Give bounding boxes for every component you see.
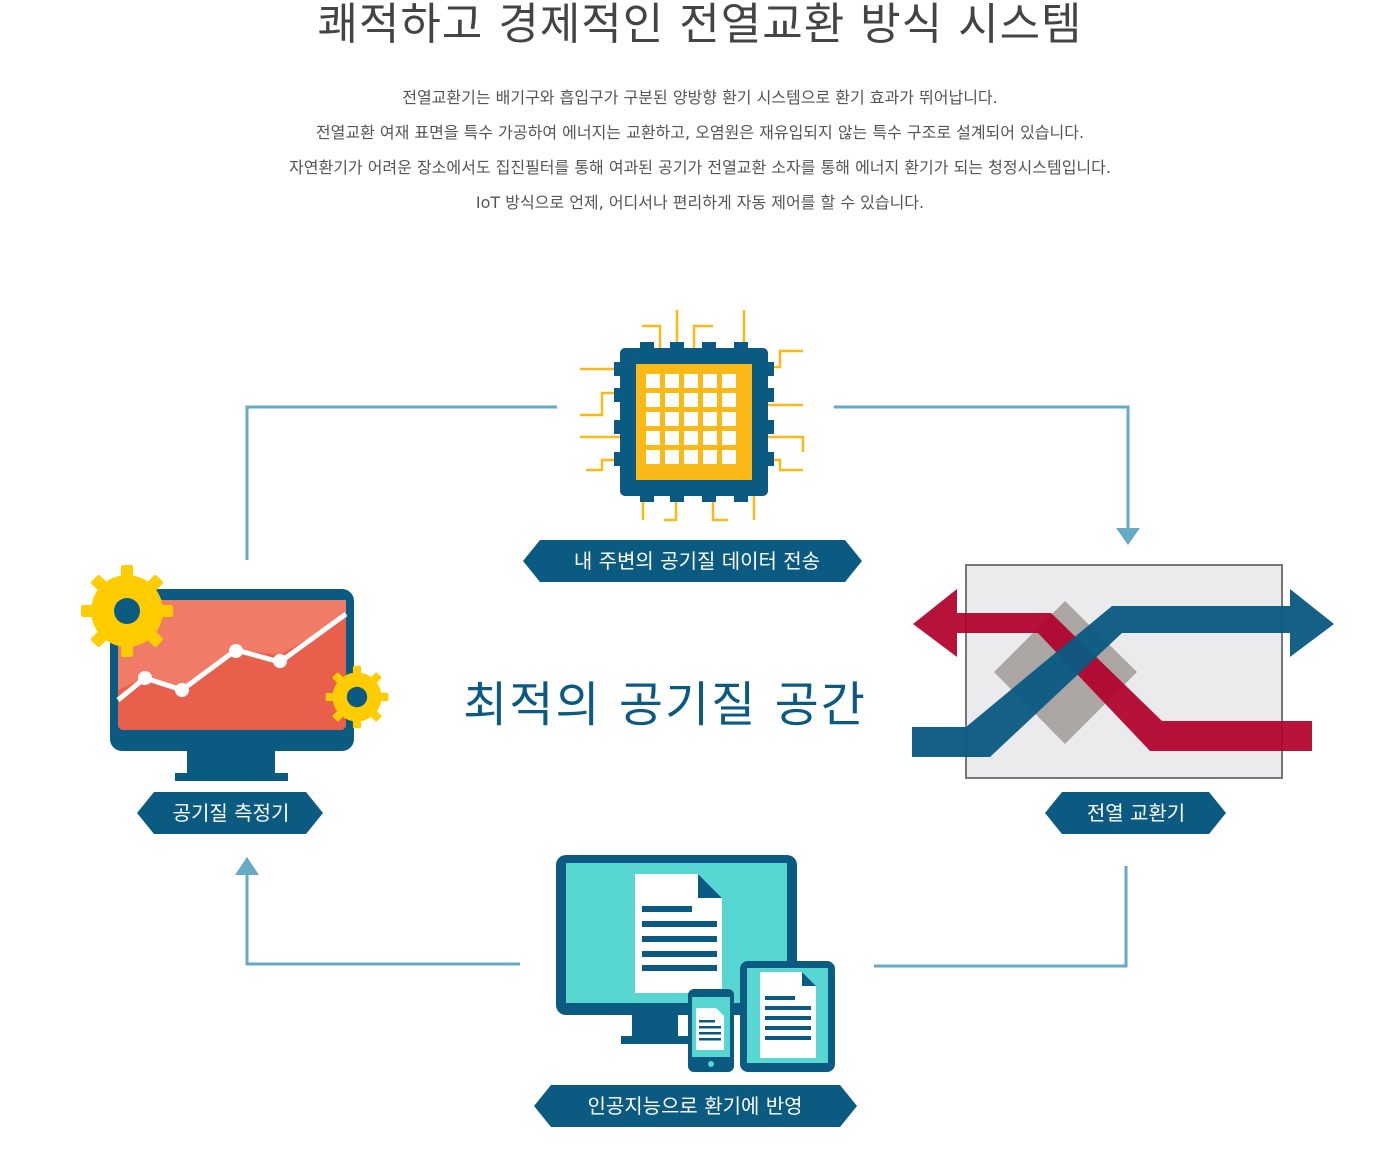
arrowhead-up-icon xyxy=(235,857,259,875)
gear-icon xyxy=(325,665,389,729)
description-line: 전열교환기는 배기구와 흡입구가 구분된 양방향 환기 시스템으로 환기 효과가… xyxy=(402,88,998,107)
label-ai-ventilation: 인공지능으로 환기에 반영 xyxy=(534,1085,857,1127)
gear-icon xyxy=(81,565,173,657)
page-title: 쾌적하고 경제적인 전열교환 방식 시스템 xyxy=(317,0,1083,50)
connector-chip-to-exchanger xyxy=(834,405,1130,528)
label-heat-exchanger-text: 전열 교환기 xyxy=(1087,801,1185,825)
description-line: 자연환기가 어려운 장소에서도 집진필터를 통해 여과된 공기가 전열교환 소자… xyxy=(289,158,1111,177)
description-line: 전열교환 여재 표면을 특수 가공하여 에너지는 교환하고, 오염원은 재유입되… xyxy=(315,123,1085,142)
chip-icon xyxy=(580,310,805,522)
label-air-meter-text: 공기질 측정기 xyxy=(173,801,290,825)
label-data-transfer-text: 내 주변의 공기질 데이터 전송 xyxy=(574,549,820,573)
connector-ai-to-meter xyxy=(245,874,520,966)
description-line: IoT 방식으로 언제, 어디서나 편리하게 자동 제어를 할 수 있습니다. xyxy=(475,193,925,212)
devices-document-icon xyxy=(556,855,835,1072)
label-ai-ventilation-text: 인공지능으로 환기에 반영 xyxy=(587,1094,802,1118)
label-air-meter: 공기질 측정기 xyxy=(137,792,323,834)
arrowhead-down-icon xyxy=(1116,528,1140,545)
label-data-transfer: 내 주변의 공기질 데이터 전송 xyxy=(523,540,862,582)
heat-exchange-icon xyxy=(912,564,1334,779)
center-text: 최적의 공기질 공간 xyxy=(463,677,867,733)
connector-meter-to-chip xyxy=(245,405,557,560)
description: 전열교환기는 배기구와 흡입구가 구분된 양방향 환기 시스템으로 환기 효과가… xyxy=(0,80,1400,220)
flow-connectors xyxy=(245,405,1130,968)
monitor-chart-icon xyxy=(110,589,354,781)
label-heat-exchanger: 전열 교환기 xyxy=(1045,792,1226,834)
connector-exchanger-to-ai xyxy=(874,866,1128,968)
